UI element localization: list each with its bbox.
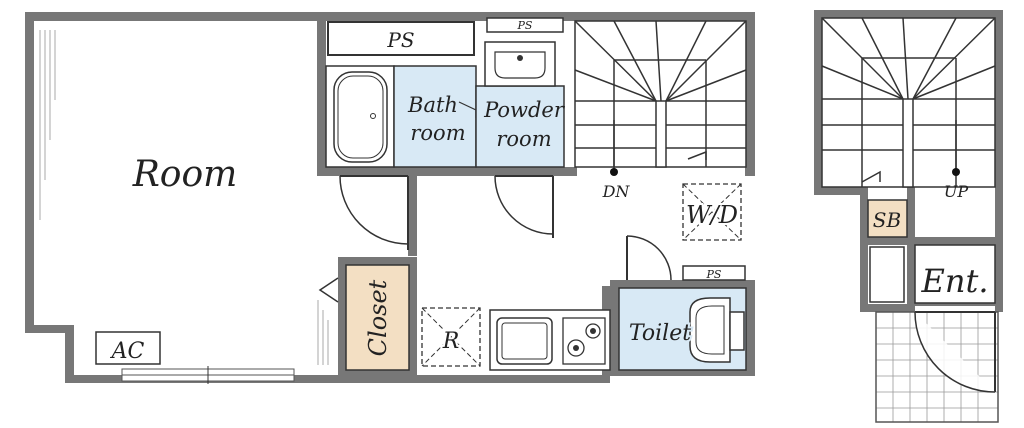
shoe-shelf <box>869 246 905 303</box>
toilet-label: Toilet <box>629 321 691 346</box>
sb-label: SB <box>873 208 901 232</box>
entrance-unit-walls <box>814 10 1003 312</box>
ps-middle: PS <box>682 265 746 281</box>
room-curtain-lines <box>39 30 329 365</box>
wd-label: W/D <box>686 201 738 229</box>
refrigerator-label: R <box>442 329 460 354</box>
ps-mid-label: PS <box>706 268 722 281</box>
ps-small-label: PS <box>517 19 533 32</box>
dn-label: DN <box>602 182 631 201</box>
ps-small: PS <box>486 17 564 33</box>
staircase-down <box>574 20 747 172</box>
refrigerator-space: R <box>421 307 481 367</box>
sink-icon <box>496 317 553 365</box>
washer-dryer-space: W/D <box>682 183 742 241</box>
room-window <box>121 366 295 384</box>
bathroom-label-line2: room <box>410 121 465 145</box>
stove-icon <box>562 317 606 365</box>
ps-top-label: PS <box>386 28 414 52</box>
room-label: Room <box>132 154 238 195</box>
entrance-label: Ent. <box>921 262 989 300</box>
dn-arrow-dot <box>610 168 618 176</box>
shoe-box: SB <box>867 199 908 238</box>
kitchen-counter <box>489 309 611 371</box>
toilet-icon <box>689 297 731 363</box>
up-label: UP <box>944 182 968 201</box>
doors-main <box>318 175 672 303</box>
bathroom: Bath room <box>325 65 477 168</box>
bathroom-label-line1: Bath <box>407 93 458 117</box>
closet: Closet <box>345 264 410 371</box>
staircase-up <box>821 17 996 188</box>
bathtub-icon <box>333 71 388 163</box>
ps-top: PS <box>327 21 475 56</box>
ac-label: AC <box>110 339 145 364</box>
powder-label-line2: room <box>496 127 551 151</box>
closet-label: Closet <box>364 279 392 356</box>
powder-label-line1: Powder <box>483 98 566 122</box>
up-arrow-dot <box>952 168 960 176</box>
entrance: Ent. <box>914 244 996 304</box>
entrance-door <box>914 311 996 393</box>
toilet-room: Toilet <box>618 287 747 371</box>
powder-room: Powder room <box>475 41 566 168</box>
air-conditioner: AC <box>95 331 161 365</box>
